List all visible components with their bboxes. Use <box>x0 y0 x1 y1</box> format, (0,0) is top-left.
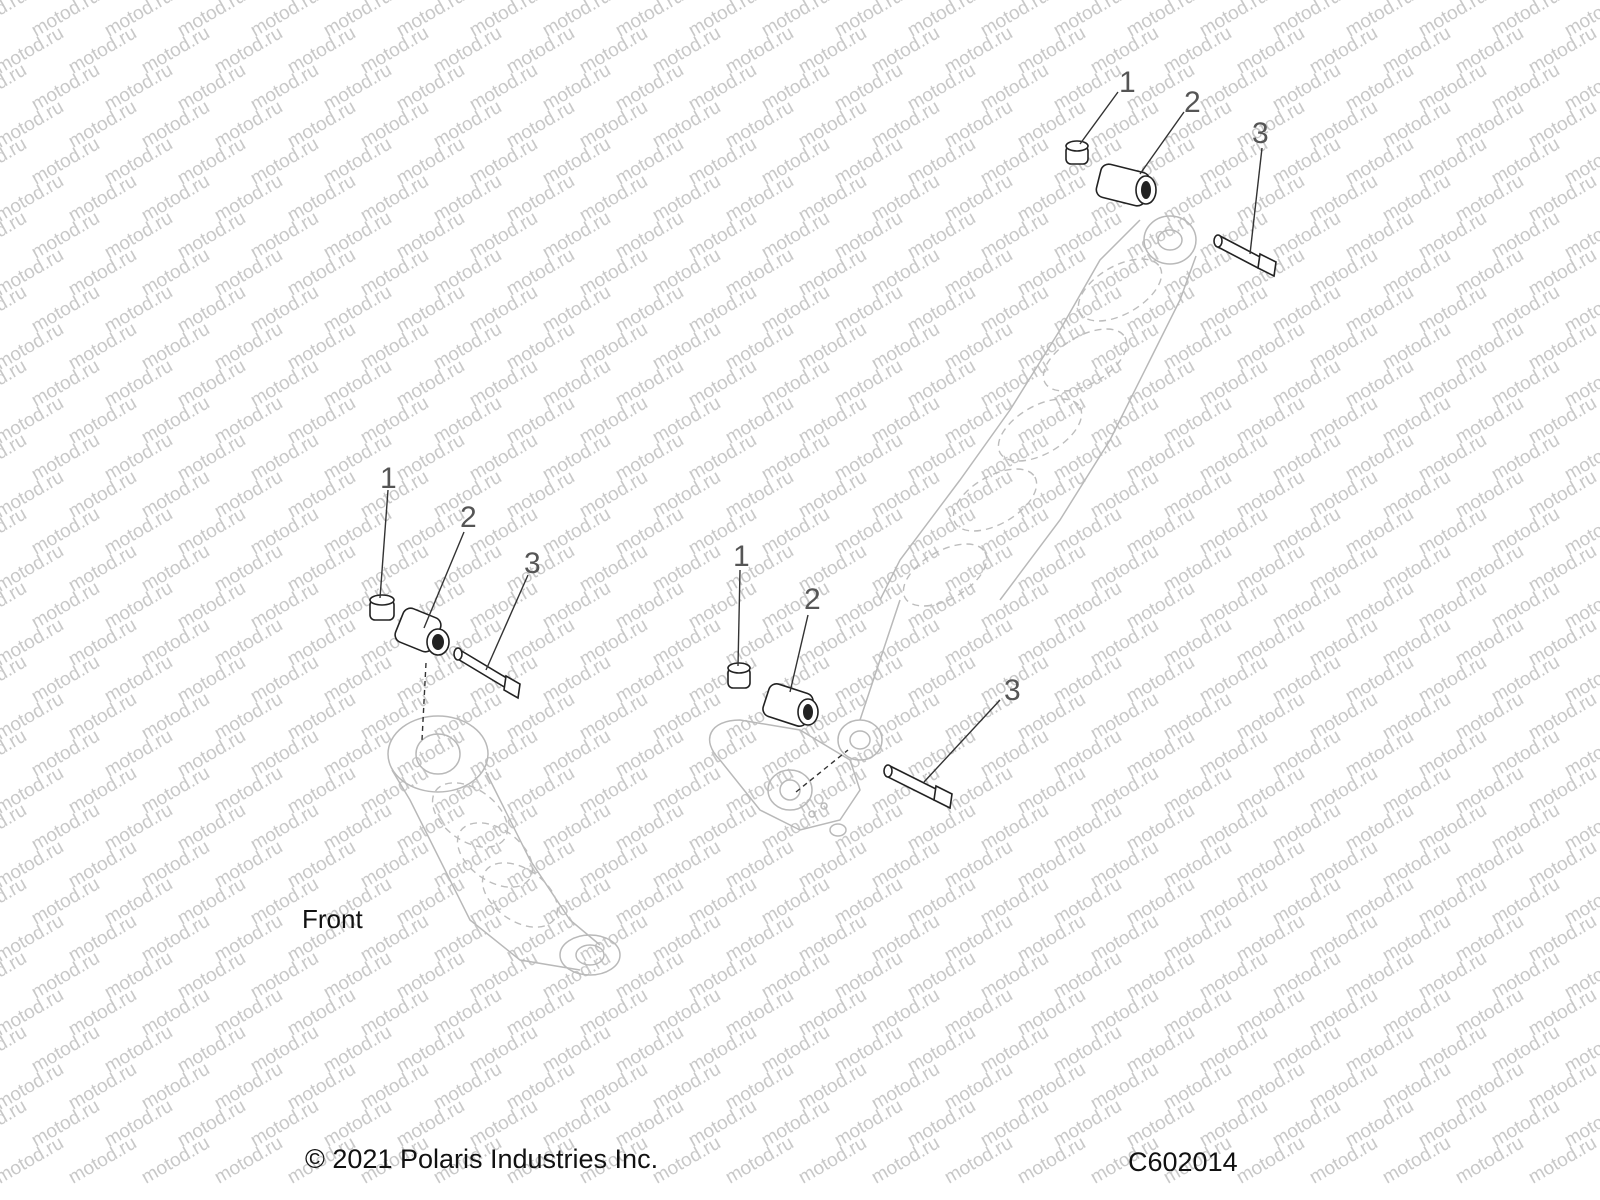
watermark-text: motod.ru <box>0 208 30 264</box>
watermark-text: motod.ru <box>1525 1133 1600 1189</box>
watermark-text: motod.ru <box>0 800 30 856</box>
watermark-text: motod.ru <box>1306 1133 1381 1189</box>
front-bushing <box>394 607 450 656</box>
rear-lower-nut <box>727 662 751 689</box>
watermark-text: motod.ru <box>138 1133 213 1189</box>
front-bolt <box>453 647 521 700</box>
front-nut <box>369 594 395 621</box>
drawing-code: C602014 <box>1128 1147 1238 1177</box>
rear-upper-nut-leader <box>1079 91 1119 145</box>
rear-lower-bushing-callout: 2 <box>804 583 821 616</box>
watermark-text: motod.ru <box>211 1133 286 1189</box>
front-bolt-leader <box>485 574 529 671</box>
rear-lower-bolt-callout: 3 <box>1004 674 1021 707</box>
watermark-text: motod.ru <box>0 0 30 41</box>
watermark-text: motod.ru <box>1379 1133 1454 1189</box>
front-bolt-callout: 3 <box>524 547 541 580</box>
watermark-text: motod.ru <box>0 726 30 782</box>
front-bushing-callout: 2 <box>460 501 477 534</box>
front-shock-axis-line <box>421 662 427 741</box>
watermark-text: motod.ru <box>0 1022 30 1078</box>
rear-upper-nut <box>1065 140 1089 165</box>
front-nut-callout: 1 <box>380 462 397 495</box>
rear-lower-nut-callout: 1 <box>733 540 750 573</box>
watermark-text: motod.ru <box>0 356 30 412</box>
watermark-text: motod.ru <box>0 874 30 930</box>
front-shock-ghost <box>387 715 621 976</box>
watermark-text: motod.ru <box>0 282 30 338</box>
watermark-text: motod.ru <box>1233 1133 1308 1189</box>
rear-upper-bushing <box>1095 163 1157 207</box>
rear-upper-nut-callout: 1 <box>1119 66 1136 99</box>
rear-lower-bushing <box>762 683 819 727</box>
rear-lower-axis-line <box>795 749 849 793</box>
copyright-text: © 2021 Polaris Industries Inc. <box>305 1144 659 1174</box>
watermark-text: motod.ru <box>65 1133 140 1189</box>
rear-lower-bolt <box>883 764 953 810</box>
front-label: Front <box>302 904 363 934</box>
front-nut-leader <box>379 489 389 599</box>
watermark-text: motod.ru <box>0 134 30 190</box>
watermark-text: motod.ru <box>0 430 30 486</box>
watermark-text: motod.ru <box>722 1133 797 1189</box>
rear-lower-nut-leader <box>737 569 741 667</box>
rear-shock-ghost <box>837 215 1197 761</box>
watermark-text: motod.ru <box>1452 1133 1527 1189</box>
watermark-text: motod.ru <box>0 60 30 116</box>
rear-upper-bushing-callout: 2 <box>1184 86 1201 119</box>
watermark-text: motod.ru <box>0 1096 30 1152</box>
watermark-text: motod.ru <box>649 1133 724 1189</box>
rear-lower-bolt-leader <box>923 699 1001 783</box>
watermark-text: motod.ru <box>1014 1133 1089 1189</box>
rear-upper-bushing-leader <box>1139 111 1185 175</box>
rear-upper-bolt-leader <box>1249 147 1263 255</box>
watermark-text: motod.ru <box>0 948 30 1004</box>
watermark-text: motod.ru <box>0 504 30 560</box>
watermark-text: motod.ru <box>795 1133 870 1189</box>
watermark-text: motod.ru <box>868 1133 943 1189</box>
watermark-text: motod.ru <box>0 578 30 634</box>
front-bushing-leader <box>423 531 465 629</box>
rear-mount-bracket-ghost <box>708 719 861 837</box>
rear-upper-bolt-callout: 3 <box>1252 117 1269 150</box>
rear-lower-bushing-leader <box>789 614 809 693</box>
watermark-text: motod.ru <box>941 1133 1016 1189</box>
rear-upper-bolt <box>1213 234 1277 278</box>
watermark-text: motod.ru <box>0 652 30 708</box>
